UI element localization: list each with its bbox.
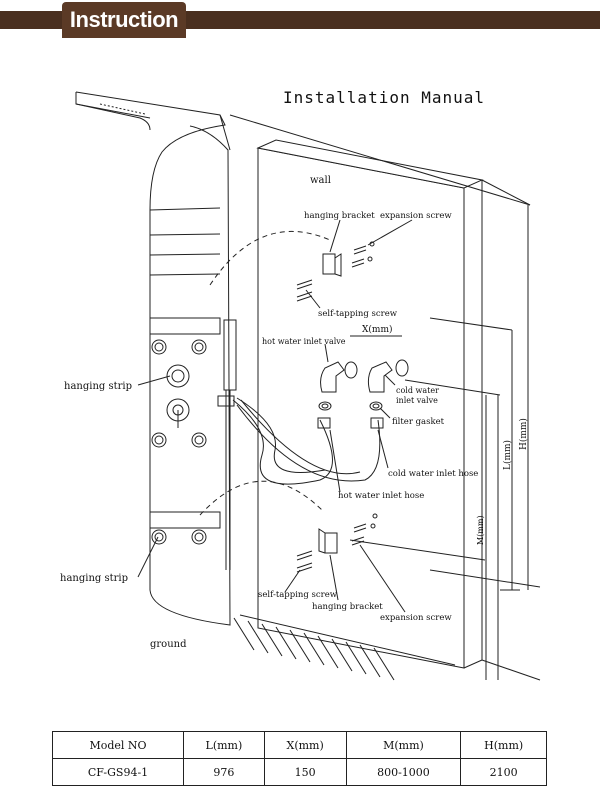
label-l-dimension: L(mm) [502,440,513,470]
label-filter-gasket: filter gasket [392,417,445,427]
header-l: L(mm) [183,731,265,759]
header-model-no: Model NO [51,731,185,759]
label-x-dimension: X(mm) [362,324,393,335]
label-self-tapping-screw-bottom: self-tapping screw [258,590,338,600]
label-cold-water-inlet-hose: cold water inlet hose [388,469,478,479]
installation-diagram: wall hanging bracket expansion screw sel… [60,91,541,681]
label-wall: wall [310,175,331,186]
shower-panel [75,91,237,626]
label-hot-water-inlet-valve: hot water inlet valve [262,337,346,346]
header-x: X(mm) [263,731,347,759]
label-expansion-screw-bottom: expansion screw [380,613,452,623]
dimension-lines [229,114,541,681]
ground-hatch [233,614,456,681]
top-hardware [296,241,375,302]
spec-table: Model NO L(mm) X(mm) M(mm) H(mm) CF-GS94… [51,731,547,786]
instruction-tab: Instruction [62,2,186,38]
cell-model-no: CF-GS94-1 [51,758,185,786]
wall-block [256,139,531,669]
label-hanging-strip-bottom: hanging strip [60,573,128,584]
water-hoses [232,397,381,485]
header-h: H(mm) [460,731,547,759]
label-hanging-bracket-top: hanging bracket [304,211,375,221]
cell-l: 976 [183,758,265,786]
cell-h: 2100 [460,758,547,786]
install-arcs [199,230,331,516]
cell-x: 150 [263,758,347,786]
label-m-dimension: M(mm) [476,515,485,545]
label-cold-water-valve-1: cold water [396,386,439,395]
leader-lines [137,219,413,613]
table-row: CF-GS94-1 976 150 800-1000 2100 [51,758,547,786]
label-hot-water-inlet-hose: hot water inlet hose [338,491,424,501]
label-expansion-screw-top: expansion screw [380,211,452,221]
inlet-valves [317,335,409,429]
label-self-tapping-screw-top: self-tapping screw [318,309,398,319]
label-hanging-strip-top: hanging strip [64,381,132,392]
cell-m: 800-1000 [345,758,462,786]
diagram-labels: wall hanging bracket expansion screw sel… [60,175,529,650]
label-ground: ground [150,639,187,650]
table-header-row: Model NO L(mm) X(mm) M(mm) H(mm) [51,731,547,759]
label-h-dimension: H(mm) [518,418,529,450]
label-hanging-bracket-bottom: hanging bracket [312,602,383,612]
manual-title: Installation Manual [283,88,486,107]
label-cold-water-valve-2: inlet valve [396,396,438,405]
header-m: M(mm) [345,731,462,759]
